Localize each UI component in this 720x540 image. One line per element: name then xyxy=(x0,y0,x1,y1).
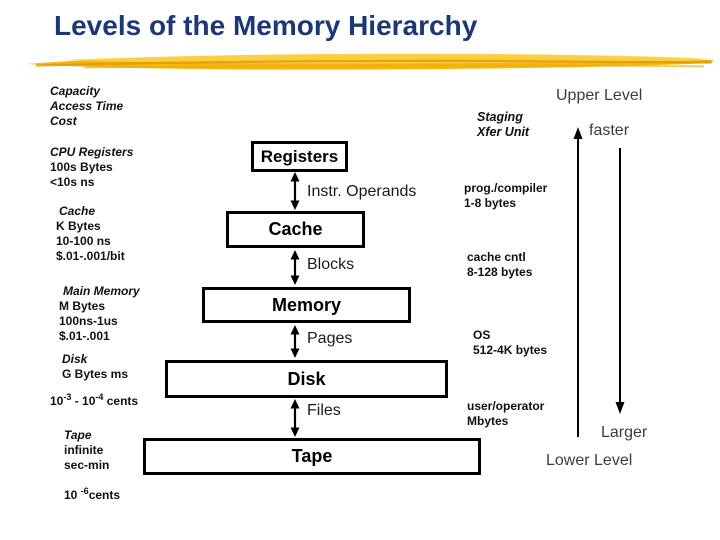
os-note: OS 512-4K bytes xyxy=(473,328,547,358)
larger-down-arrow xyxy=(615,148,625,414)
blocks-label: Blocks xyxy=(307,256,355,273)
cache-cntl-unit: cache cntl xyxy=(467,250,526,264)
registers-box: Registers xyxy=(251,141,348,172)
disk-cost: 10-3 - 10-4 cents xyxy=(50,390,138,409)
cache-access: 10-100 ns xyxy=(56,234,111,248)
files-label: Files xyxy=(307,402,341,419)
larger-label: Larger xyxy=(601,424,648,441)
cache-cntl-note: cache cntl 8-128 bytes xyxy=(467,250,532,280)
disk-capacity: G Bytes ms xyxy=(62,367,129,381)
instr-operands-label: Instr. Operands xyxy=(307,183,417,200)
lower-level-label: Lower Level xyxy=(546,452,633,469)
disk-cost-base1: 10 xyxy=(50,394,64,408)
cpu-registers-access: <10s ns xyxy=(50,175,95,189)
disk-cost-exp1: -3 xyxy=(63,392,72,402)
os-size: 512-4K bytes xyxy=(473,343,548,357)
faster-label: faster xyxy=(589,122,630,139)
main-memory-stats: Main Memory M Bytes 100ns-1us $.01-.001 xyxy=(59,284,140,344)
tape-cost-base1: 10 xyxy=(64,488,81,502)
disk-cost-exp2: -4 xyxy=(95,392,104,402)
cache-cntl-size: 8-128 bytes xyxy=(467,265,533,279)
page-title: Levels of the Memory Hierarchy xyxy=(54,10,478,41)
prog-compiler-note: prog./compiler 1-8 bytes xyxy=(464,181,547,211)
disk-tape-arrow xyxy=(290,399,300,437)
cpu-registers-stats: CPU Registers 100s Bytes <10s ns xyxy=(50,145,133,190)
staging-line: Staging xyxy=(477,110,523,124)
user-operator-unit: user/operator xyxy=(467,399,545,413)
disk-name: Disk xyxy=(62,352,88,366)
os-unit: OS xyxy=(473,328,491,342)
memory-disk-arrow xyxy=(290,325,300,358)
tape-name: Tape xyxy=(64,428,92,442)
registers-cache-arrow xyxy=(290,172,300,210)
prog-compiler-unit: prog./compiler xyxy=(464,181,548,195)
header-line-access-time: Access Time xyxy=(50,99,124,113)
tape-cost: 10 -6cents xyxy=(64,484,120,503)
pages-label: Pages xyxy=(307,330,353,347)
cache-cost: $.01-.001/bit xyxy=(56,249,125,263)
disk-cost-base2: - 10 xyxy=(71,394,96,408)
faster-up-arrow xyxy=(573,127,583,437)
memory-box: Memory xyxy=(202,287,411,323)
disk-box: Disk xyxy=(165,360,448,398)
user-operator-size: Mbytes xyxy=(467,414,509,428)
tape-stats: Tape infinite sec-min xyxy=(64,428,109,473)
capacity-header: Capacity Access Time Cost xyxy=(50,84,123,129)
cache-name: Cache xyxy=(59,204,96,218)
cache-capacity: K Bytes xyxy=(56,219,101,233)
cpu-registers-name: CPU Registers xyxy=(50,145,134,159)
main-memory-access: 100ns-1us xyxy=(59,314,118,328)
main-memory-capacity: M Bytes xyxy=(59,299,106,313)
disk-stats: Disk G Bytes ms xyxy=(62,352,128,382)
staging-xfer-unit-label: Staging Xfer Unit xyxy=(477,110,529,140)
header-line-capacity: Capacity xyxy=(50,84,101,98)
main-memory-cost: $.01-.001 xyxy=(59,329,110,343)
prog-compiler-size: 1-8 bytes xyxy=(464,196,517,210)
xfer-unit-line: Xfer Unit xyxy=(477,125,530,139)
upper-level-label: Upper Level xyxy=(556,87,643,104)
cpu-registers-capacity: 100s Bytes xyxy=(50,160,113,174)
title-underline-brush xyxy=(27,53,713,70)
user-operator-note: user/operator Mbytes xyxy=(467,399,544,429)
tape-cost-exp: -6 xyxy=(80,486,89,496)
tape-cost-base2: cents xyxy=(88,488,121,502)
tape-box: Tape xyxy=(143,438,481,475)
tape-access: sec-min xyxy=(64,458,110,472)
cache-stats: Cache K Bytes 10-100 ns $.01-.001/bit xyxy=(56,204,125,264)
cache-box: Cache xyxy=(226,211,365,248)
cache-memory-arrow xyxy=(290,250,300,285)
tape-capacity: infinite xyxy=(64,443,104,457)
header-line-cost: Cost xyxy=(50,114,77,128)
disk-cost-base3: cents xyxy=(103,394,139,408)
main-memory-name: Main Memory xyxy=(63,284,140,298)
